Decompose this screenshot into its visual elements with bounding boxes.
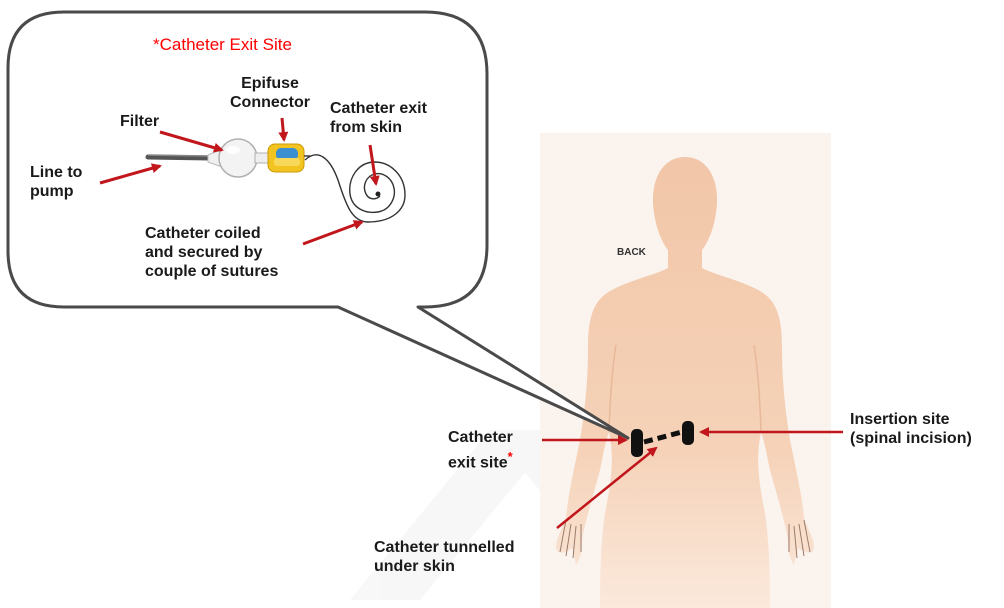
label-insertion-site: Insertion site (spinal incision) (850, 410, 972, 448)
label-line-to-pump: Line to pump (30, 163, 82, 201)
label-exit-site-line1: Catheter (448, 428, 513, 447)
label-coiled-line3: couple of sutures (145, 262, 278, 281)
label-epifuse-line1: Epifuse (228, 74, 312, 93)
label-insertion-line2: (spinal incision) (850, 429, 972, 448)
label-back: BACK (617, 247, 646, 258)
label-line-pump-line2: pump (30, 182, 82, 201)
label-line-pump-line1: Line to (30, 163, 82, 182)
filter-icon (219, 139, 257, 177)
pump-line-shade (148, 155, 210, 156)
label-epifuse-line2: Connector (228, 93, 312, 112)
label-tunnelled-line1: Catheter tunnelled (374, 538, 514, 557)
label-catheter-tunnelled: Catheter tunnelled under skin (374, 538, 514, 576)
label-exit-skin-line2: from skin (330, 118, 427, 137)
insertion-site-marker (682, 421, 694, 445)
label-exit-site-line2: exit site* (448, 447, 513, 472)
epifuse-connector-icon (268, 144, 304, 172)
filter-neck (255, 153, 269, 163)
label-exit-site-text: exit site (448, 454, 508, 471)
label-exit-from-skin: Catheter exit from skin (330, 99, 427, 137)
pump-line (148, 157, 210, 158)
label-catheter-coiled: Catheter coiled and secured by couple of… (145, 224, 278, 281)
label-coiled-line1: Catheter coiled (145, 224, 278, 243)
catheter-exit-point (376, 192, 381, 197)
callout-title: *Catheter Exit Site (153, 35, 292, 55)
label-filter: Filter (120, 112, 159, 131)
label-coiled-line2: and secured by (145, 243, 278, 262)
label-epifuse-connector: Epifuse Connector (228, 74, 312, 112)
label-exit-skin-line1: Catheter exit (330, 99, 427, 118)
exit-site-asterisk: * (508, 449, 513, 464)
label-insertion-line1: Insertion site (850, 410, 972, 429)
label-catheter-exit-site: Catheter exit site* (448, 428, 513, 472)
label-tunnelled-line2: under skin (374, 557, 514, 576)
arrow-connector (282, 118, 284, 140)
callout-bubble (8, 12, 628, 438)
catheter-exit-marker (631, 429, 643, 457)
